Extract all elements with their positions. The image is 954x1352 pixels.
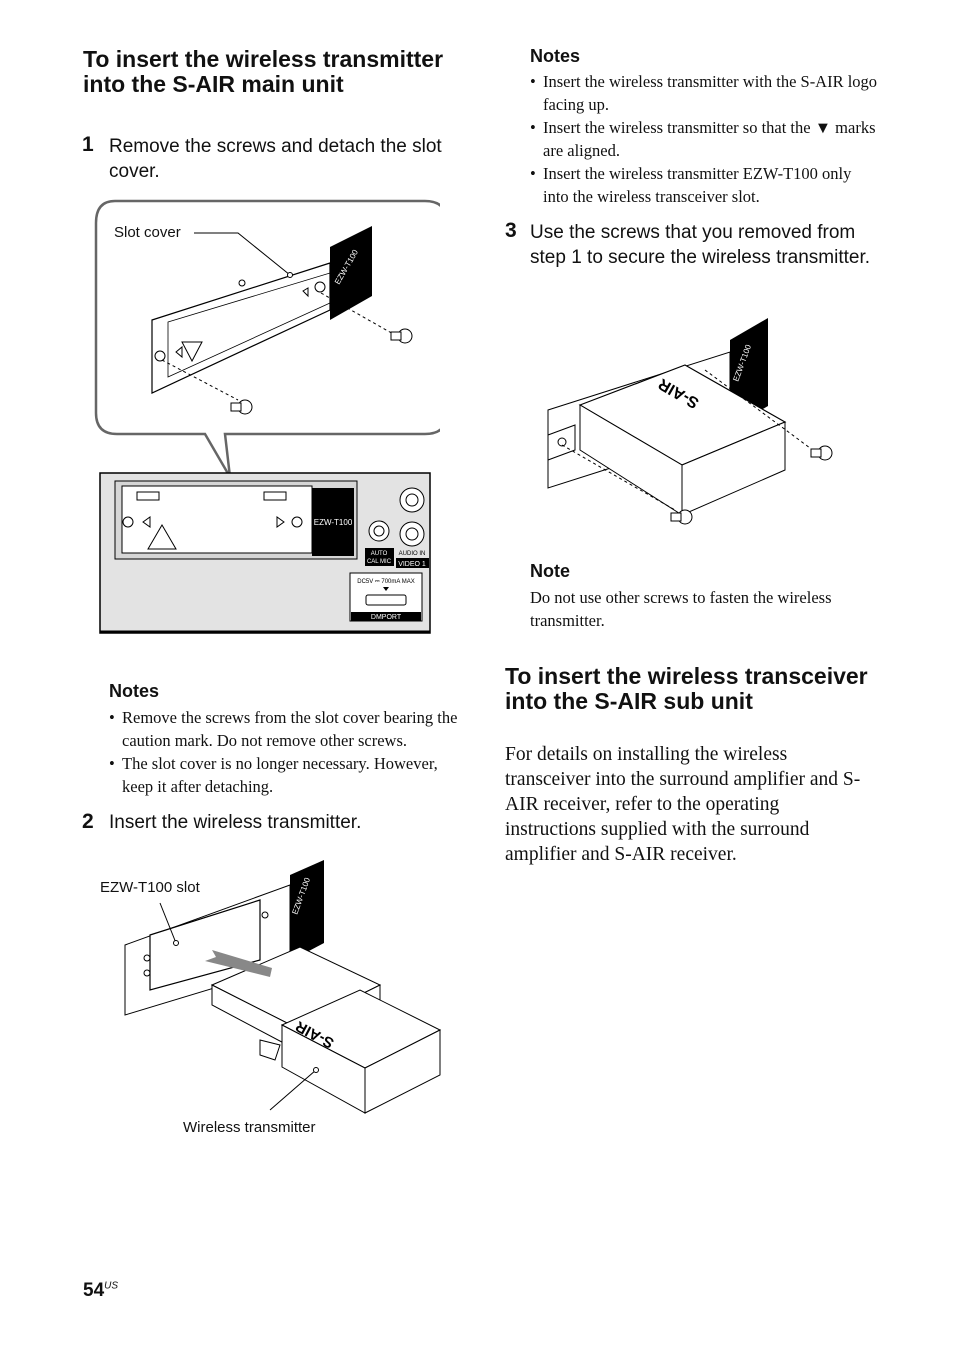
note-item: Remove the screws from the slot cover be… [109, 706, 469, 752]
notes-heading-2: Notes [530, 46, 581, 66]
step-1-number: 1 [82, 133, 94, 156]
figure-remove-slot-cover: EZW-T100 EZW-T100 AUTO CAL MIC AUDIO IN … [94, 199, 440, 634]
sub-unit-body-text: For details on installing the wireless t… [505, 744, 861, 865]
step-1-text: Remove the screws and detach the slot co… [109, 136, 442, 182]
page-number: 54US [83, 1280, 119, 1301]
note-text: Do not use other screws to fasten the wi… [530, 588, 832, 630]
section-title-sub-unit: To insert the wireless transceiver into … [505, 663, 868, 714]
step-2-text: Insert the wireless transmitter. [109, 812, 362, 833]
step-3-number: 3 [505, 219, 517, 242]
ezw-slot-callout: EZW-T100 slot [100, 879, 200, 896]
screw-icon [810, 445, 833, 461]
notes-list-2: Insert the wireless transmitter with the… [530, 70, 880, 208]
wireless-transmitter-callout: Wireless transmitter [183, 1119, 316, 1136]
step-3-text: Use the screws that you removed from ste… [530, 222, 871, 268]
note-item: Insert the wireless transmitter so that … [530, 116, 880, 162]
screw-icon [670, 509, 693, 525]
note-heading: Note [530, 561, 570, 581]
screw-icon [230, 399, 253, 415]
figure-insert-transmitter: EZW-T100 S-AIR [124, 860, 442, 1114]
notes-heading-1: Notes [109, 681, 160, 701]
jack-audio-in-label: AUDIO IN [399, 551, 426, 557]
slot-cover-callout: Slot cover [114, 224, 181, 241]
step-2-number: 2 [82, 810, 94, 833]
figure-secure-transmitter: EZW-T100 S-AIR [547, 318, 833, 525]
note-item: Insert the wireless transmitter EZW-T100… [530, 162, 880, 208]
note-item: Insert the wireless transmitter with the… [530, 70, 880, 116]
fig1-panel-slot-label: EZW-T100 [314, 518, 353, 527]
page-region: US [104, 1280, 119, 1292]
note-item: The slot cover is no longer necessary. H… [109, 752, 469, 798]
section-title-main-unit: To insert the wireless transmitter into … [83, 46, 444, 97]
dmport-label: DMPORT [371, 614, 402, 621]
slot-label-band [330, 226, 372, 320]
dmport-spec: DC5V ⎓ 700mA MAX [357, 579, 414, 585]
jack-video1-label: VIDEO 1 [398, 561, 426, 568]
svg-text:CAL MIC: CAL MIC [367, 559, 392, 565]
jack-auto-cal-mic-label: AUTO [371, 551, 388, 557]
screw-icon [390, 328, 413, 344]
notes-list-1: Remove the screws from the slot cover be… [109, 706, 469, 798]
